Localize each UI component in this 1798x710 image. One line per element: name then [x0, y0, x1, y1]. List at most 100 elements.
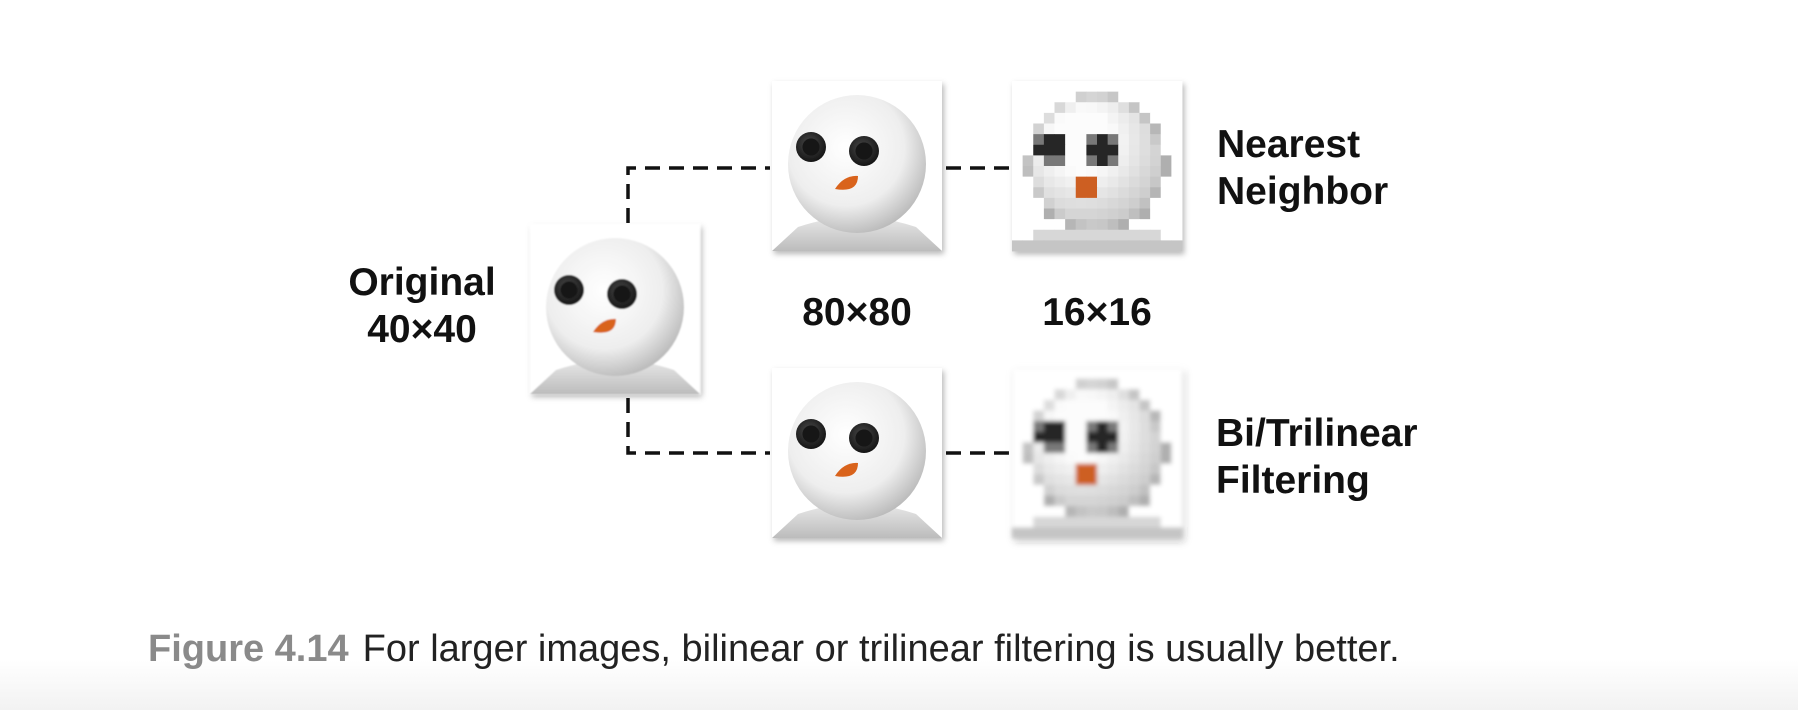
pixel-cell [1086, 240, 1098, 252]
pixel-cell [1065, 453, 1077, 465]
pixel-cell [1086, 378, 1098, 390]
pixel-cell [1033, 474, 1045, 486]
pixel-cell [1043, 463, 1055, 475]
pixel-cell [1118, 368, 1130, 380]
pixel-cell [1107, 102, 1119, 114]
figure-number: Figure 4.14 [148, 628, 349, 670]
pixel-cell [1075, 431, 1087, 443]
pixel-cell [1086, 463, 1098, 475]
bilinear-label: Bi/Trilinear [1216, 412, 1418, 455]
pixel-cell [1171, 431, 1183, 443]
pixel-cell [1171, 410, 1183, 422]
pixel-cell [1054, 91, 1066, 103]
pixel-cell [1118, 484, 1130, 496]
pixel-cell [1012, 155, 1024, 167]
pixel-cell [1128, 527, 1140, 539]
pixel-cell [1033, 176, 1045, 188]
pixel-cell [1065, 495, 1077, 507]
pixel-cell [1128, 453, 1140, 465]
pixel-cell [1160, 389, 1172, 401]
pixel-cell [1054, 495, 1066, 507]
pixel-cell [1012, 399, 1024, 411]
pixel-cell [1075, 410, 1087, 422]
pixel-cell [1128, 431, 1140, 443]
pixel-cell [1160, 431, 1172, 443]
pixel-cell [1022, 166, 1034, 178]
pixel-cell [1107, 112, 1119, 124]
pixel-cell [1012, 208, 1024, 220]
pixel-cell [1065, 240, 1077, 252]
pixel-cell [1033, 240, 1045, 252]
pixel-cell [1022, 144, 1034, 156]
pixel-cell [1107, 187, 1119, 199]
pixel-cell [1012, 527, 1024, 539]
pixel-cell [1160, 208, 1172, 220]
pixel-cell [1022, 81, 1034, 93]
pixel-cell [1043, 527, 1055, 539]
pixel-cell [1128, 484, 1140, 496]
pixel-cell [1043, 187, 1055, 199]
pixel-cell [1022, 219, 1034, 231]
pixel-cell [1012, 484, 1024, 496]
pixel-cell [1118, 410, 1130, 422]
pixel-cell [1097, 431, 1109, 443]
pixel-cell [1065, 144, 1077, 156]
pixel-cell [1128, 197, 1140, 209]
pixel-cell [1022, 442, 1034, 454]
pixel-cell [1150, 112, 1162, 124]
pixel-cell [1160, 495, 1172, 507]
pixel-cell [1150, 81, 1162, 93]
pixel-cell [1075, 368, 1087, 380]
pixel-cell [1118, 495, 1130, 507]
pixel-cell [1054, 527, 1066, 539]
pixel-cell [1065, 112, 1077, 124]
pixel-cell [1033, 484, 1045, 496]
pixel-cell [1065, 187, 1077, 199]
pixel-cell [1128, 495, 1140, 507]
pixel-cell [1128, 91, 1140, 103]
pixel-cell [1054, 474, 1066, 486]
pixel-cell [1150, 144, 1162, 156]
pixel-cell [1022, 240, 1034, 252]
pixel-cell [1065, 389, 1077, 401]
pixel-cell [1139, 463, 1151, 475]
pixel-cell [1033, 378, 1045, 390]
pixel-cell [1022, 506, 1034, 518]
pixel-cell [1043, 378, 1055, 390]
pixel-cell [1033, 91, 1045, 103]
pixel-cell [1139, 229, 1151, 241]
pixel-cell [1022, 134, 1034, 146]
pixel-cell [1075, 421, 1087, 433]
pixel-cell [1043, 389, 1055, 401]
pixel-cell [1022, 155, 1034, 167]
pixel-cell [1054, 166, 1066, 178]
pixel-cell [1043, 102, 1055, 114]
pixel-cell [1160, 81, 1172, 93]
pixel-cell [1118, 527, 1130, 539]
pixel-cell [1065, 410, 1077, 422]
pixel-cell [1097, 144, 1109, 156]
pixel-cell [1107, 219, 1119, 231]
pixel-cell [1097, 187, 1109, 199]
pixel-cell [1075, 506, 1087, 518]
pixel-cell [1160, 155, 1172, 167]
pixel-cell [1033, 410, 1045, 422]
pixel-cell [1043, 81, 1055, 93]
pixel-cell [1171, 91, 1183, 103]
pixel-cell [1065, 399, 1077, 411]
pixel-cell [1139, 378, 1151, 390]
connector-bottom [626, 398, 770, 455]
pixel-cell [1139, 144, 1151, 156]
pixel-cell [1128, 155, 1140, 167]
connector-lines [626, 166, 1012, 455]
pixel-cell [1150, 166, 1162, 178]
pixel-cell [1097, 229, 1109, 241]
pixel-cell [1107, 229, 1119, 241]
pixel-cell [1054, 219, 1066, 231]
pixel-cell [1150, 91, 1162, 103]
pixel-cell [1128, 123, 1140, 135]
pixel-cell [1033, 506, 1045, 518]
pixel-cell [1054, 399, 1066, 411]
snowman-original-image [530, 224, 700, 394]
